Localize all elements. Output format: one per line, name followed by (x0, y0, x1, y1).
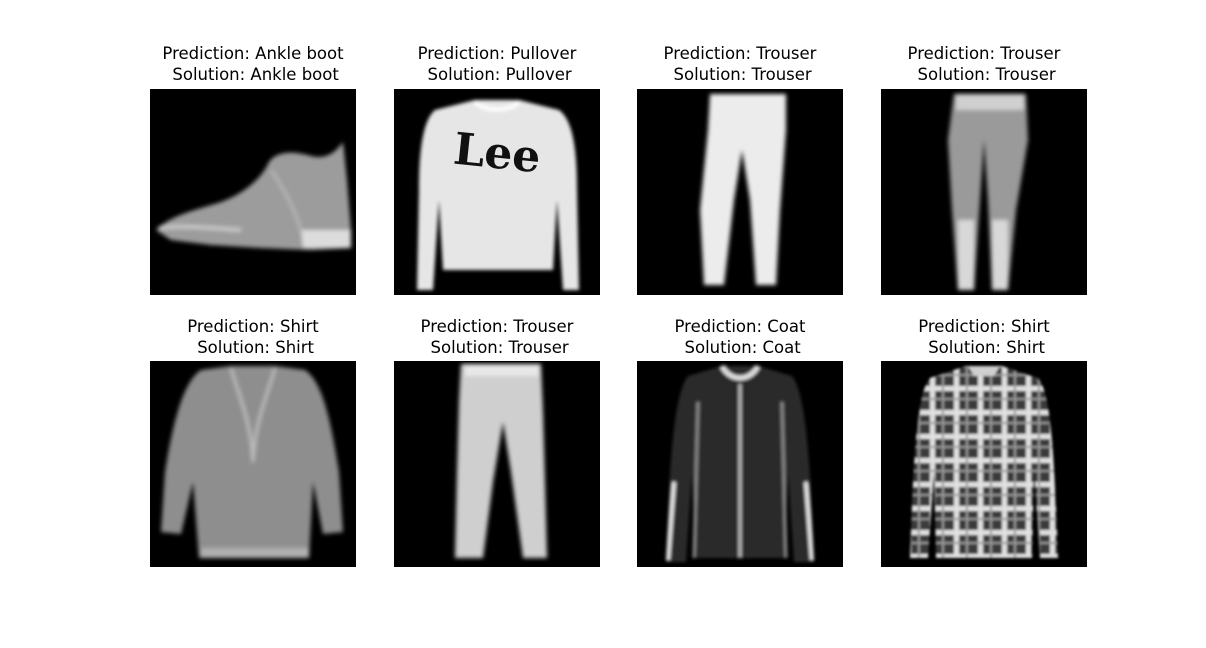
prediction-label: Prediction: Ankle boot (162, 44, 344, 63)
prediction-label: Prediction: Shirt (918, 317, 1050, 336)
panel-title: Prediction: Shirt Solution: Shirt (131, 316, 375, 358)
panel-title: Prediction: Trouser Solution: Trouser (618, 43, 862, 85)
solution-label: Solution: Pullover (422, 65, 572, 84)
trouser-image (637, 89, 843, 295)
prediction-label: Prediction: Trouser (420, 317, 574, 336)
coat-image (637, 361, 843, 567)
panel-title: Prediction: Coat Solution: Coat (618, 316, 862, 358)
solution-label: Solution: Trouser (425, 338, 569, 357)
panel-title: Prediction: Pullover Solution: Pullover (375, 43, 619, 85)
trouser-image (394, 361, 600, 567)
solution-label: Solution: Shirt (922, 338, 1046, 357)
solution-label: Solution: Trouser (912, 65, 1056, 84)
prediction-label: Prediction: Coat (674, 317, 806, 336)
plaid-shirt-image (881, 361, 1087, 567)
solution-label: Solution: Trouser (668, 65, 812, 84)
shirt-image (150, 361, 356, 567)
prediction-label: Prediction: Pullover (417, 44, 577, 63)
solution-label: Solution: Ankle boot (167, 65, 339, 84)
panel-title: Prediction: Trouser Solution: Trouser (375, 316, 619, 358)
prediction-label: Prediction: Trouser (907, 44, 1061, 63)
solution-label: Solution: Shirt (191, 338, 315, 357)
panel-title: Prediction: Shirt Solution: Shirt (862, 316, 1106, 358)
panel-title: Prediction: Trouser Solution: Trouser (862, 43, 1106, 85)
panel-title: Prediction: Ankle boot Solution: Ankle b… (131, 43, 375, 85)
lee-logo: Lee (451, 124, 543, 184)
trouser-image (881, 89, 1087, 295)
prediction-label: Prediction: Shirt (187, 317, 319, 336)
prediction-label: Prediction: Trouser (663, 44, 817, 63)
pullover-image: Lee (394, 89, 600, 295)
solution-label: Solution: Coat (679, 338, 801, 357)
ankle-boot-image (150, 89, 356, 295)
